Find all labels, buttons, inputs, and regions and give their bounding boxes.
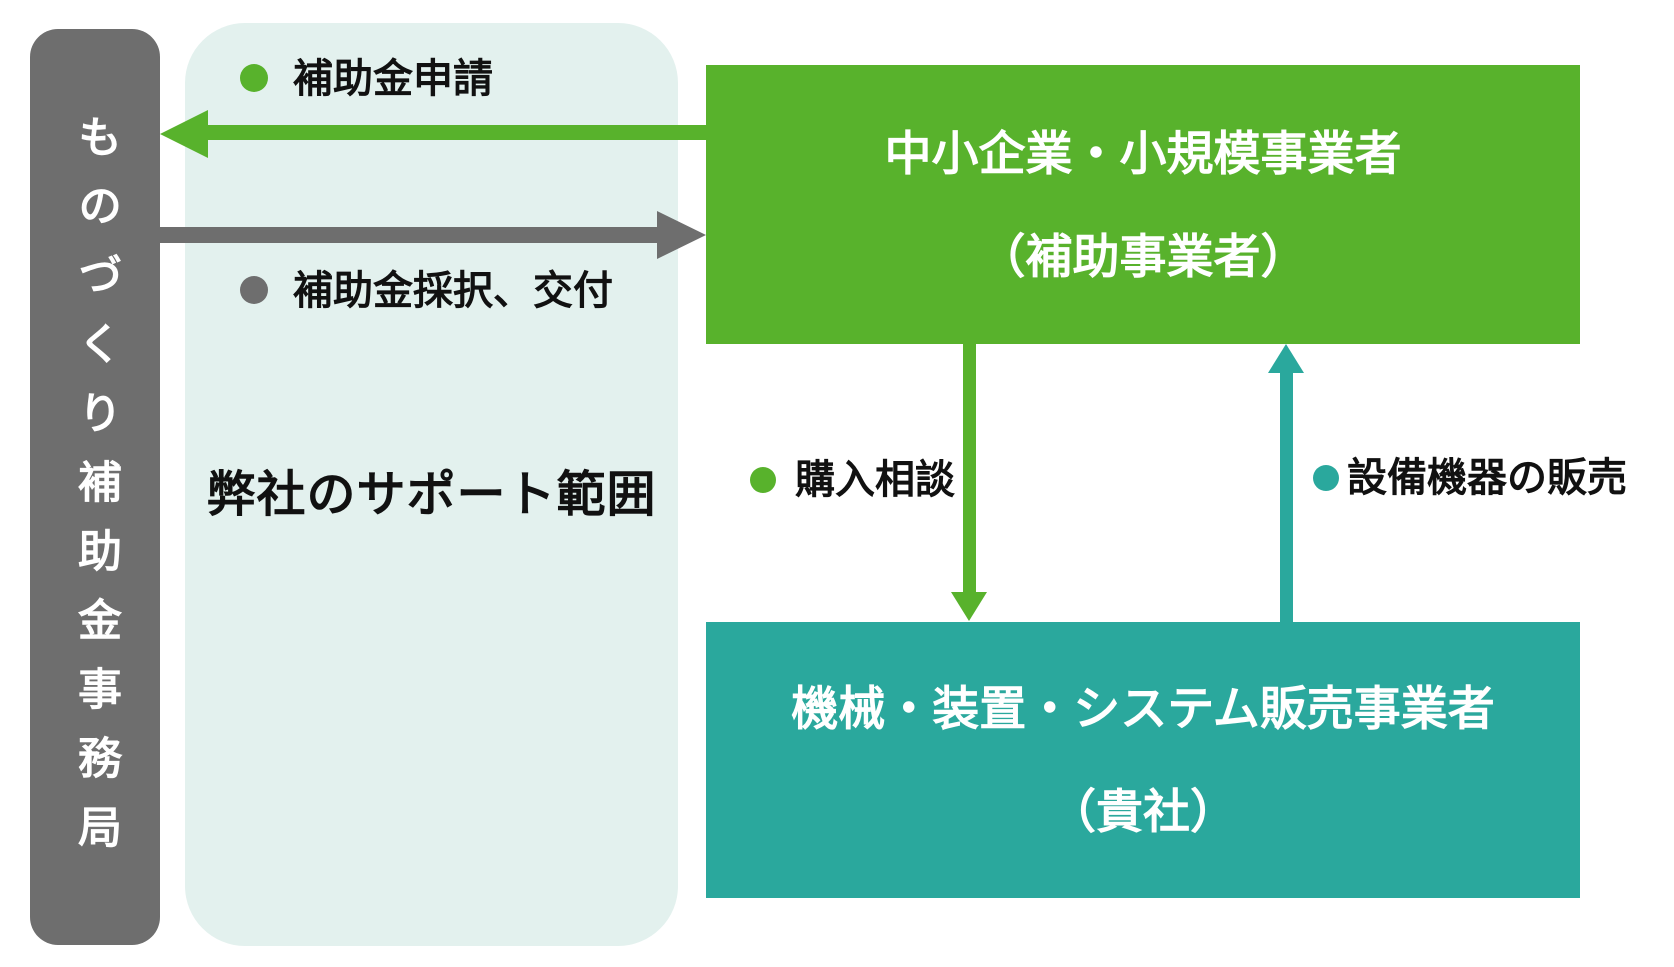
grant-arrow-right-icon	[657, 211, 706, 259]
consultation-bullet-icon	[750, 467, 776, 493]
sme-company-line2: （補助事業者）	[978, 229, 1308, 283]
sales-bullet-icon	[1313, 465, 1339, 491]
grant-bullet-icon	[240, 276, 268, 304]
vendor-company-box: 機械・装置・システム販売事業者 （貴社）	[706, 622, 1580, 898]
subsidy-office-label: ものづくり補助金事務局	[71, 113, 120, 873]
consultation-label: 購入相談	[795, 458, 955, 502]
application-label: 補助金申請	[293, 57, 493, 101]
vendor-company-line2: （貴社）	[1049, 785, 1237, 838]
sme-company-box: 中小企業・小規模事業者 （補助事業者）	[706, 65, 1580, 344]
application-arrow-left-icon	[160, 110, 208, 158]
grant-arrow-shaft	[160, 227, 657, 243]
sales-label: 設備機器の販売	[1347, 456, 1627, 500]
sales-arrow-shaft	[1280, 372, 1293, 622]
vendor-company-line1: 機械・装置・システム販売事業者	[791, 682, 1495, 735]
consultation-arrow-down-icon	[951, 592, 987, 621]
support-scope-label: 弊社のサポート範囲	[206, 468, 657, 522]
subsidy-office-box: ものづくり補助金事務局	[30, 29, 160, 945]
sales-arrow-up-icon	[1268, 344, 1304, 373]
support-scope-panel	[185, 23, 678, 946]
application-arrow-shaft	[205, 125, 706, 140]
consultation-arrow-shaft	[963, 344, 976, 592]
sme-company-line1: 中小企業・小規模事業者	[884, 126, 1402, 180]
grant-label: 補助金採択、交付	[293, 269, 613, 313]
application-bullet-icon	[240, 64, 268, 92]
